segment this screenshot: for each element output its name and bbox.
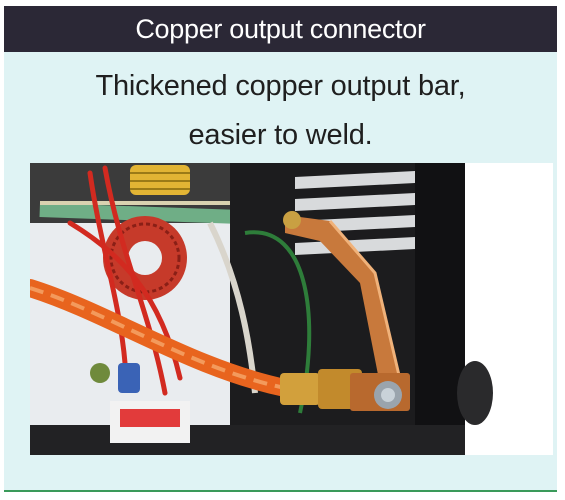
product-photo — [30, 163, 553, 455]
description-line-1: Thickened copper output bar, — [95, 70, 466, 102]
product-photo-illustration — [30, 163, 553, 455]
toroid-coil — [103, 216, 187, 300]
header-bar: Copper output connector — [4, 6, 557, 52]
yellow-coil — [130, 165, 190, 195]
bottom-divider — [4, 490, 557, 492]
header-title: Copper output connector — [135, 13, 426, 44]
description-line-2: easier to weld. — [188, 119, 373, 151]
